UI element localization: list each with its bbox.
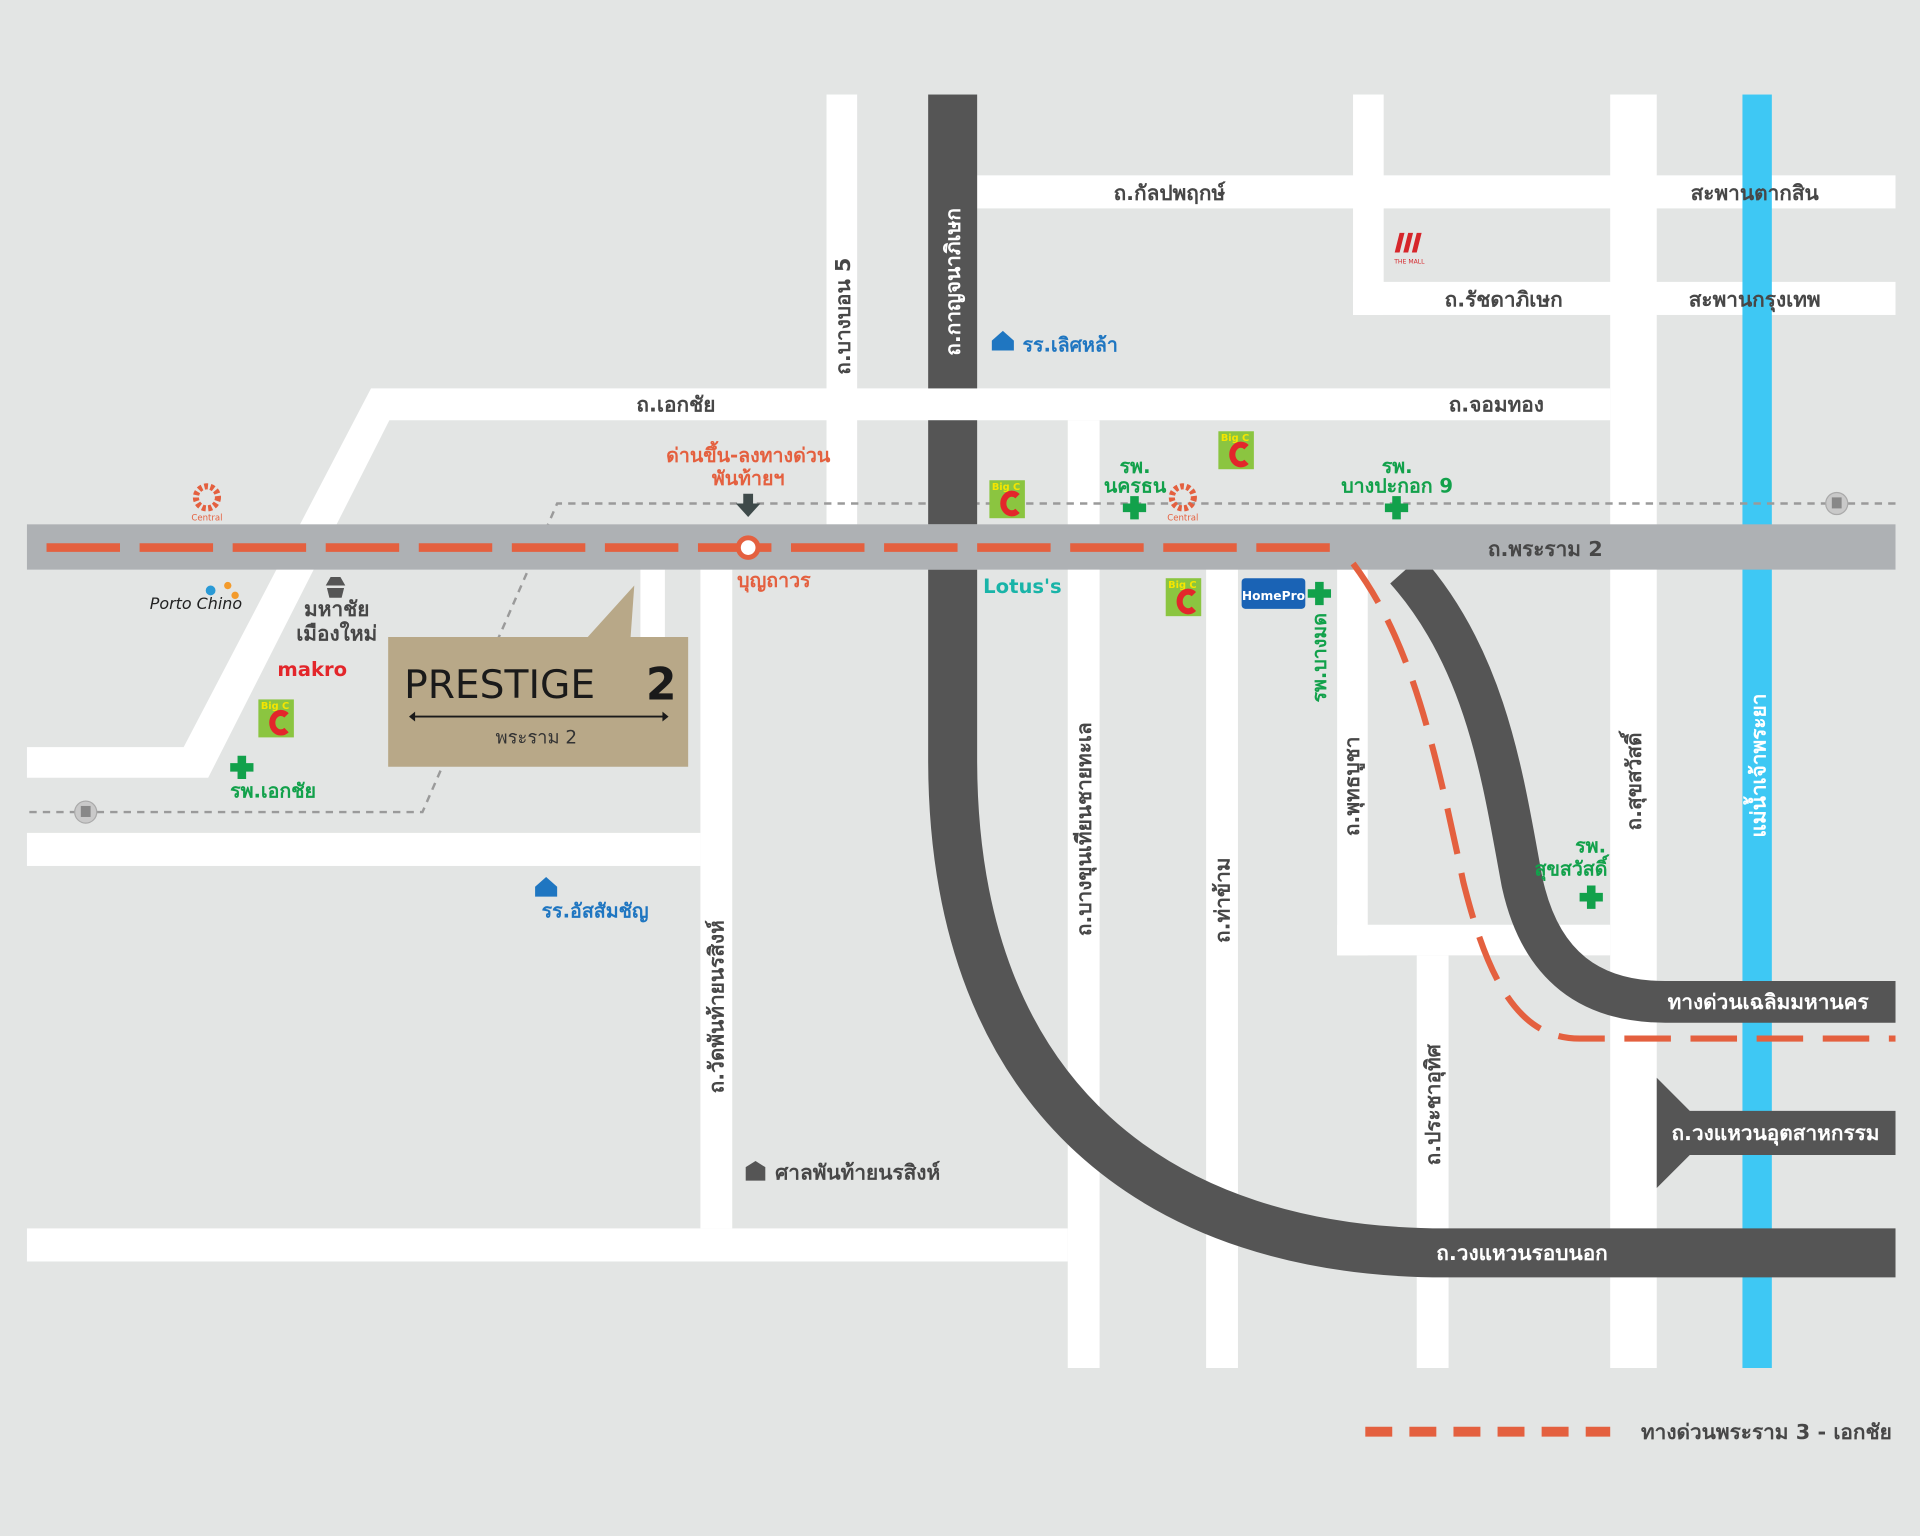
road-kanchanaphisek-north bbox=[928, 94, 978, 389]
label-prachauthit: ถ.ประชาอุทิศ bbox=[1421, 1043, 1446, 1165]
svg-text:Porto Chino: Porto Chino bbox=[150, 594, 242, 613]
lotus-logo: Lotus's bbox=[983, 575, 1062, 598]
svg-text:Big C: Big C bbox=[1168, 580, 1196, 591]
label-outer-ring: ถ.วงแหวนรอบนอก bbox=[1436, 1241, 1608, 1265]
expressway-route-curve bbox=[1350, 561, 1896, 1042]
label-ratchadaphisek: ถ.รัชดาภิเษก bbox=[1445, 287, 1563, 311]
boonthavorn-marker bbox=[735, 535, 761, 560]
svg-text:Central: Central bbox=[191, 514, 222, 524]
bigc-logo: Big C bbox=[1165, 578, 1202, 617]
hospital-cross-icon bbox=[1579, 885, 1603, 909]
svg-text:Central: Central bbox=[1167, 514, 1198, 524]
svg-text:Big C: Big C bbox=[1221, 433, 1249, 444]
porto-chino-logo: Porto Chino bbox=[150, 581, 242, 613]
label-boonthavorn: บุญถาวร bbox=[737, 569, 811, 593]
road-industrial-ring bbox=[1656, 1077, 1896, 1188]
the-mall-logo: THE MALL bbox=[1393, 232, 1425, 266]
road-thakham bbox=[1206, 569, 1238, 1368]
central-logo: Central bbox=[1167, 483, 1198, 524]
project-name: PRESTIGE bbox=[404, 663, 595, 708]
road-chaloem-mahanakhon bbox=[1390, 555, 1896, 1023]
label-suksawat: ถ.สุขสวัสดิ์ bbox=[1618, 730, 1647, 830]
label-hosp-bangmod: รพ.บางมด bbox=[1308, 613, 1331, 702]
basket-icon bbox=[325, 576, 346, 598]
road-bangbon5 bbox=[826, 94, 858, 525]
river bbox=[1742, 94, 1772, 1368]
label-river: แม่น้ำเจ้าพระยา bbox=[1743, 694, 1771, 838]
train-icon bbox=[74, 800, 98, 824]
makro-logo: makro bbox=[277, 658, 347, 681]
label-hosp-suksawat-2: สุขสวัสดิ์ bbox=[1535, 855, 1610, 882]
legend: ทางด่วนพระราม 3 - เอกชัย bbox=[1365, 1420, 1892, 1444]
label-hosp-nakhonthon-2: นครธน bbox=[1104, 474, 1167, 497]
label-phutthabucha: ถ.พุทธบูชา bbox=[1340, 737, 1366, 837]
legend-expressway-route: ทางด่วนพระราม 3 - เอกชัย bbox=[1641, 1420, 1892, 1444]
homepro-logo: HomePro bbox=[1241, 578, 1306, 609]
bigc-logo: Big C bbox=[989, 480, 1025, 519]
label-toll-gate-2: พันท้ายฯ bbox=[712, 467, 785, 490]
project-number: 2 bbox=[646, 659, 677, 710]
court-icon bbox=[745, 1161, 766, 1181]
label-bangbon5: ถ.บางบอน 5 bbox=[831, 258, 855, 375]
svg-text:Big C: Big C bbox=[992, 482, 1020, 493]
label-kanchanaphisek: ถ.กาญจนาภิเษก bbox=[941, 208, 966, 356]
bigc-logo: Big C bbox=[1218, 431, 1254, 470]
label-wat-phanthai: ถ.วัดพันท้ายนรสิงห์ bbox=[705, 920, 729, 1093]
svg-text:Big C: Big C bbox=[261, 701, 289, 712]
label-ekkachai: ถ.เอกชัย bbox=[636, 393, 715, 417]
road-suksawat bbox=[1610, 94, 1657, 1368]
central-logo: Central bbox=[191, 483, 223, 524]
bigc-logo: Big C bbox=[258, 699, 294, 738]
label-toll-gate: ด่านขึ้น-ลงทางด่วน bbox=[666, 440, 831, 467]
label-court: ศาลพันท้ายนรสิงห์ bbox=[775, 1160, 940, 1184]
label-saphan-taksin: สะพานตากสิน bbox=[1691, 181, 1820, 205]
label-hosp-ekkachai: รพ.เอกชัย bbox=[230, 779, 316, 802]
hospital-cross-icon bbox=[1307, 581, 1332, 606]
label-mahachai-1: มหาชัย bbox=[304, 597, 369, 621]
rail-line bbox=[26, 502, 1896, 814]
project-subtitle: พระราม 2 bbox=[496, 728, 578, 749]
road-phutthabucha bbox=[1337, 569, 1368, 956]
label-hosp-bangpakok-1: รพ. bbox=[1382, 455, 1413, 478]
label-school-assumption: รร.อัสสัมชัญ bbox=[542, 899, 649, 922]
label-industrial-ring: ถ.วงแหวนอุตสาหกรรม bbox=[1671, 1121, 1879, 1146]
label-thakham: ถ.ท่าข้าม bbox=[1210, 858, 1234, 943]
road-wat-phanthai bbox=[700, 569, 733, 1229]
label-rama2: ถ.พระราม 2 bbox=[1488, 537, 1603, 561]
road-prachauthit bbox=[1416, 955, 1449, 1368]
label-hosp-bangpakok-2: บางปะกอก 9 bbox=[1341, 474, 1453, 497]
label-mahachai-2: เมืองใหม่ bbox=[296, 621, 377, 646]
hospital-cross-icon bbox=[1384, 496, 1409, 520]
school-icon bbox=[535, 876, 558, 897]
train-icon bbox=[1825, 491, 1849, 516]
label-hosp-nakhonthon-1: รพ. bbox=[1120, 455, 1151, 478]
hospital-cross-icon bbox=[230, 755, 254, 780]
label-school-lertla: รร.เลิศหล้า bbox=[1022, 334, 1117, 357]
hospital-cross-icon bbox=[1122, 496, 1147, 520]
label-saphan-krungthep: สะพานกรุงเทพ bbox=[1689, 287, 1821, 312]
label-kanlapaphruek: ถ.กัลปพฤกษ์ bbox=[1114, 181, 1226, 205]
road-rama2 bbox=[26, 524, 1896, 570]
school-icon bbox=[991, 330, 1014, 351]
label-chomthong: ถ.จอมทอง bbox=[1449, 393, 1544, 417]
road-outer-ring bbox=[928, 569, 1896, 1278]
svg-text:HomePro: HomePro bbox=[1242, 589, 1305, 603]
label-chaloem-mahanakhon: ทางด่วนเฉลิมมหานคร bbox=[1668, 990, 1870, 1014]
label-hosp-suksawat-1: รพ. bbox=[1575, 834, 1606, 857]
svg-text:THE MALL: THE MALL bbox=[1393, 259, 1425, 266]
project-marker: PRESTIGE 2 พระราม 2 bbox=[388, 585, 689, 767]
expressways bbox=[928, 94, 1896, 1278]
label-bangkhunthian: ถ.บางขุนเทียนชายทะเล bbox=[1072, 722, 1097, 936]
arrow-down-icon bbox=[735, 493, 761, 517]
road-bangkhunthian bbox=[1067, 420, 1100, 1369]
